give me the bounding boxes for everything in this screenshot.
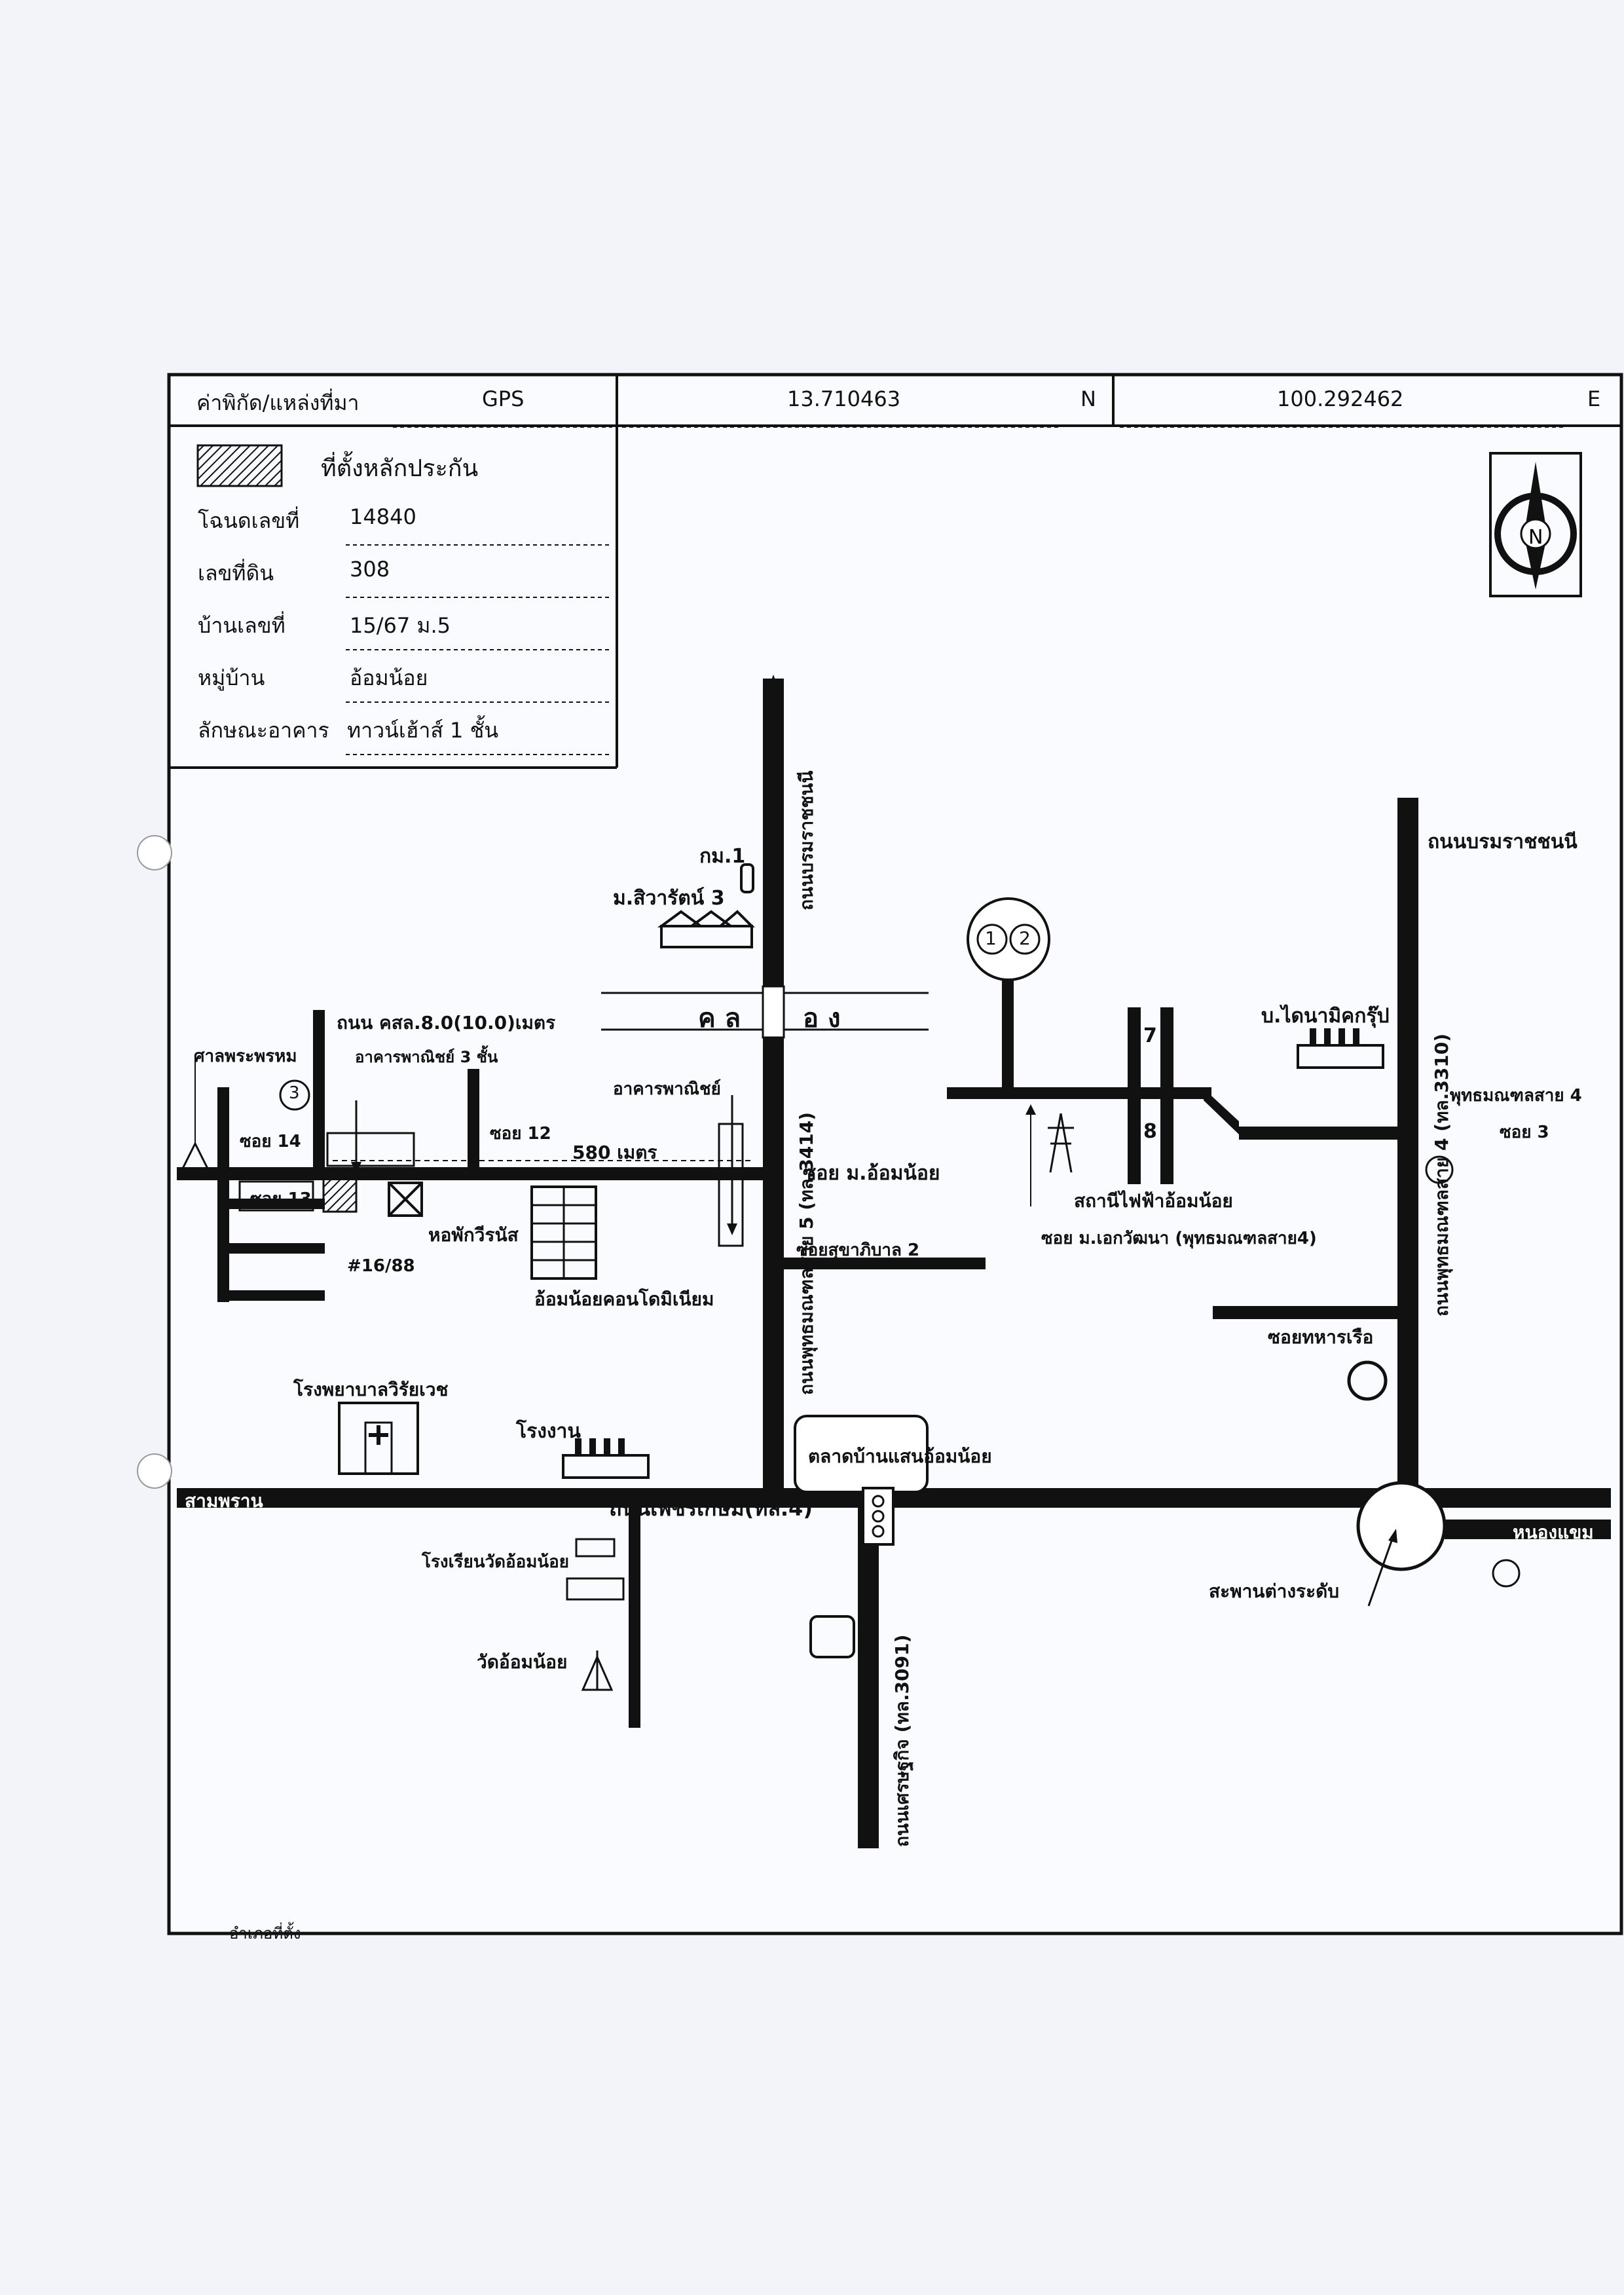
condo-icon (530, 1185, 597, 1280)
longitude-hemisphere: E (1587, 386, 1601, 411)
longitude-value: 100.292462 (1277, 386, 1404, 411)
navy-station-icon (1347, 1360, 1388, 1401)
info-label: ลักษณะอาคาร (198, 718, 329, 743)
dorm-icon (388, 1182, 423, 1217)
label-klong-right: อ ง (803, 1003, 841, 1034)
shrine-icon (179, 1054, 212, 1174)
compass-letter: N (1528, 526, 1543, 549)
bank-icon (809, 1615, 855, 1658)
info-value: 14840 (350, 504, 416, 529)
dynamic-group-icon (1297, 1028, 1384, 1069)
circle-2-text: 2 (1019, 927, 1031, 949)
footer-note: อำเภอที่ตั้ง (229, 1924, 301, 1943)
canal (601, 985, 929, 1039)
latitude-value: 13.710463 (787, 386, 901, 411)
circled-numbers-12 (967, 897, 1050, 981)
info-value: 308 (350, 557, 390, 582)
label-house-no: #16/88 (347, 1256, 415, 1276)
label-soi-sukhaphiban2: ซอยสุขาภิบาล 2 (796, 1241, 920, 1260)
label-soi-om-noi: ซอย ม.อ้อมน้อย (803, 1162, 940, 1185)
info-label: โฉนดเลขที่ (198, 508, 300, 533)
punch-hole-icon (137, 835, 172, 870)
label-market: ตลาดบ้านแสนอ้อมน้อย (808, 1446, 992, 1467)
latitude-hemisphere: N (1080, 386, 1096, 411)
label-commercial3: อาคารพาณิชย์ 3 ชั้น (355, 1048, 498, 1066)
shell-station-icon (1425, 1155, 1454, 1184)
label-side-road-7: 7 (1143, 1024, 1157, 1047)
label-dorm: หอพักวีรนัส (428, 1224, 519, 1246)
info-label: หมู่บ้าน (198, 665, 265, 690)
label-soi3: ซอย 3 (1500, 1123, 1549, 1142)
label-soi13: ซอย 13 (250, 1189, 312, 1209)
km-post-icon (740, 863, 754, 893)
ptt-station-icon (1492, 1559, 1521, 1588)
label-siwarat3: ม.สิวารัตน์ 3 (613, 887, 725, 910)
label-klong-left: ค ล (698, 1003, 741, 1034)
coord-source: GPS (482, 386, 525, 411)
punch-hole-icon (137, 1453, 172, 1489)
map-frame (167, 373, 1623, 1935)
label-borom-ratchachonnani: ถนนบรมราชชนนี (1428, 830, 1578, 853)
label-temple: วัดอ้อมน้อย (477, 1651, 568, 1673)
label-overpass: สะพานต่างระดับ (1209, 1580, 1340, 1602)
label-road-3310: ถนนพุทธมณฑลสาย 4 (ทล.3310) (1431, 1033, 1452, 1316)
info-value: 15/67 ม.5 (350, 613, 451, 638)
circle-3-text: 3 (289, 1083, 300, 1103)
factory-icon (562, 1438, 650, 1479)
label-sala: ศาลพระพรหม (194, 1047, 297, 1066)
label-condo: อ้อมน้อยคอนโดมิเนียม (534, 1288, 714, 1310)
label-road-3414: ถนนพุทธมณฑลสาย 5 (ทล.3414) (796, 1111, 817, 1395)
label-soi14: ซอย 14 (240, 1132, 301, 1151)
label-soi12: ซอย 12 (490, 1124, 551, 1144)
north-arrow-icon (1489, 452, 1582, 597)
road-3091 (858, 1506, 879, 1848)
info-value: อ้อมน้อย (350, 665, 428, 690)
label-nong-khaem: หนองแขม (1513, 1521, 1594, 1543)
housing-estate-icon (657, 910, 755, 948)
label-road-ksl: ถนน คสล.8.0(10.0)เมตร (337, 1012, 556, 1034)
label-distance: 580 เมตร (572, 1142, 657, 1163)
label-road-3091: ถนนเศรษฐกิจ (ทล.3091) (891, 1634, 913, 1847)
label-phutthamonthon4: พุทธมณฑลสาย 4 (1450, 1086, 1582, 1106)
power-pylon-icon (1048, 1113, 1074, 1173)
label-phetkasem: ถนนเพชรเกษม(ทล.4) (609, 1496, 813, 1521)
circle-1-text: 1 (985, 927, 997, 949)
interchange-icon (1356, 1481, 1447, 1571)
road-3310 (1397, 798, 1418, 1491)
info-label: เลขที่ดิน (198, 561, 274, 586)
label-side-road-8: 8 (1143, 1120, 1157, 1143)
label-road-top: ถนนบรมราชชนนี (796, 770, 817, 910)
commercial-building-box (718, 1123, 744, 1247)
legend-label: ที่ตั้งหลักประกัน (321, 455, 479, 482)
label-commercial: อาคารพาณิชย์ (613, 1079, 721, 1099)
road-3414 (763, 679, 784, 1505)
legend-hatch-swatch (196, 444, 283, 487)
info-label: บ้านเลขที่ (198, 613, 286, 638)
temple-icon (581, 1651, 614, 1691)
collateral-location (322, 1178, 358, 1213)
label-hospital: โรงพยาบาลวิรัยเวช (293, 1379, 449, 1400)
label-factory: โรงงาน (516, 1420, 581, 1443)
label-soi-navy: ซอยทหารเรือ (1268, 1326, 1374, 1348)
info-value: ทาวน์เฮ้าส์ 1 ชั้น (347, 718, 499, 743)
coord-label: ค่าพิกัด/แหล่งที่มา (196, 390, 360, 415)
circled-number-3 (279, 1079, 310, 1111)
label-power-station: สถานีไฟฟ้าอ้อมน้อย (1074, 1190, 1233, 1212)
market-box (794, 1415, 929, 1493)
label-km1: กม.1 (699, 845, 746, 868)
label-school: โรงเรียนวัดอ้อมน้อย (422, 1552, 569, 1572)
hospital-icon (338, 1402, 419, 1475)
school-icon (566, 1538, 625, 1601)
label-dynamic-group: บ.ไดนามิคกรุ๊ป (1261, 1005, 1390, 1028)
label-sam-phran: สามพราน (185, 1490, 263, 1512)
traffic-light-icon (862, 1487, 895, 1546)
label-soi-ekawatthana: ซอย ม.เอกวัฒนา (พุทธมณฑลสาย4) (1041, 1229, 1317, 1248)
